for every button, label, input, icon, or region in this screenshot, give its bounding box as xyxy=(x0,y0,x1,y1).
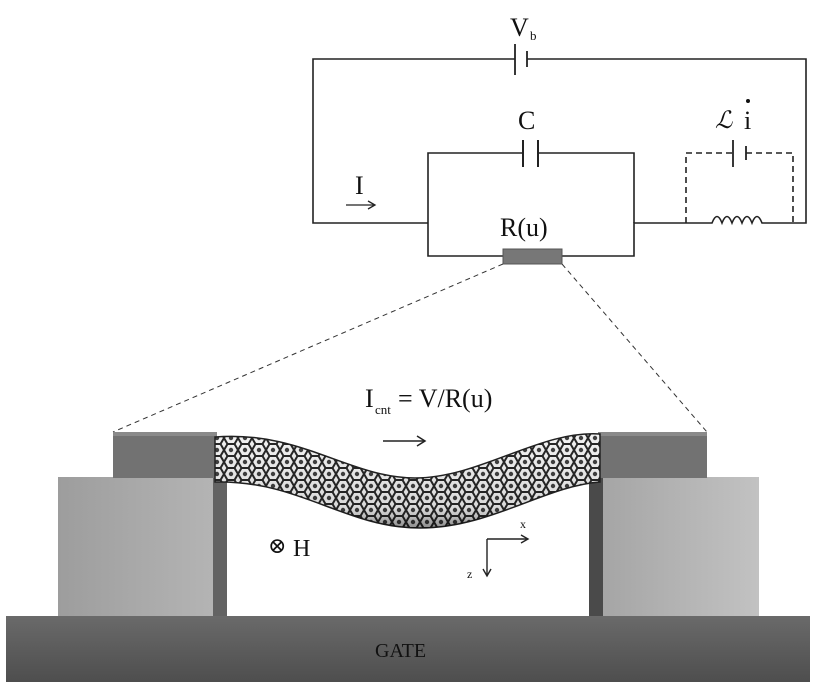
inductor-script-label: ℒ xyxy=(715,106,733,134)
cnt-current-arrow xyxy=(383,435,427,447)
current-arrow-head xyxy=(367,200,377,210)
left-contact-pad-top xyxy=(113,432,217,436)
gate-label: GATE xyxy=(375,640,426,662)
resistor-block xyxy=(502,248,563,265)
gate-bar xyxy=(6,616,810,682)
rc-right-branch xyxy=(538,152,635,223)
resistor-label: R(u) xyxy=(500,213,548,242)
battery-subscript: b xyxy=(530,28,537,43)
inductor-current-dot xyxy=(746,99,750,103)
rc-bottom-wire xyxy=(427,222,686,257)
left-pillar xyxy=(58,477,213,616)
magnetic-field-symbol: ⊗ xyxy=(268,533,286,558)
battery-label: V xyxy=(510,13,529,42)
right-contact-pad xyxy=(598,432,707,478)
cnt-current-label-main: I xyxy=(365,384,374,413)
right-pillar-side xyxy=(589,477,603,616)
rc-left-branch xyxy=(427,152,523,223)
magnetic-field-label: H xyxy=(293,536,310,562)
left-contact-pad xyxy=(113,432,217,478)
right-contact-pad-top xyxy=(598,432,707,436)
outer-wire xyxy=(312,58,515,224)
nanotube-shading xyxy=(215,433,600,528)
zoom-lines xyxy=(112,263,708,433)
current-label: I xyxy=(355,171,364,200)
inductor-current-label: i xyxy=(744,106,751,135)
circuit xyxy=(312,44,807,257)
outer-wire-right xyxy=(527,58,807,224)
inductor-source-loop xyxy=(685,152,794,223)
axis-x-label: x xyxy=(520,517,526,531)
cnt-current-label-rest: = V/R(u) xyxy=(398,384,492,413)
axes xyxy=(482,534,530,578)
capacitor-label: C xyxy=(518,106,535,135)
cnt-current-label-sub: cnt xyxy=(375,402,391,417)
inductor-coil xyxy=(686,215,793,226)
axis-z-label: z xyxy=(467,567,472,581)
right-pillar xyxy=(601,477,759,616)
left-pillar-bevel xyxy=(213,477,227,616)
